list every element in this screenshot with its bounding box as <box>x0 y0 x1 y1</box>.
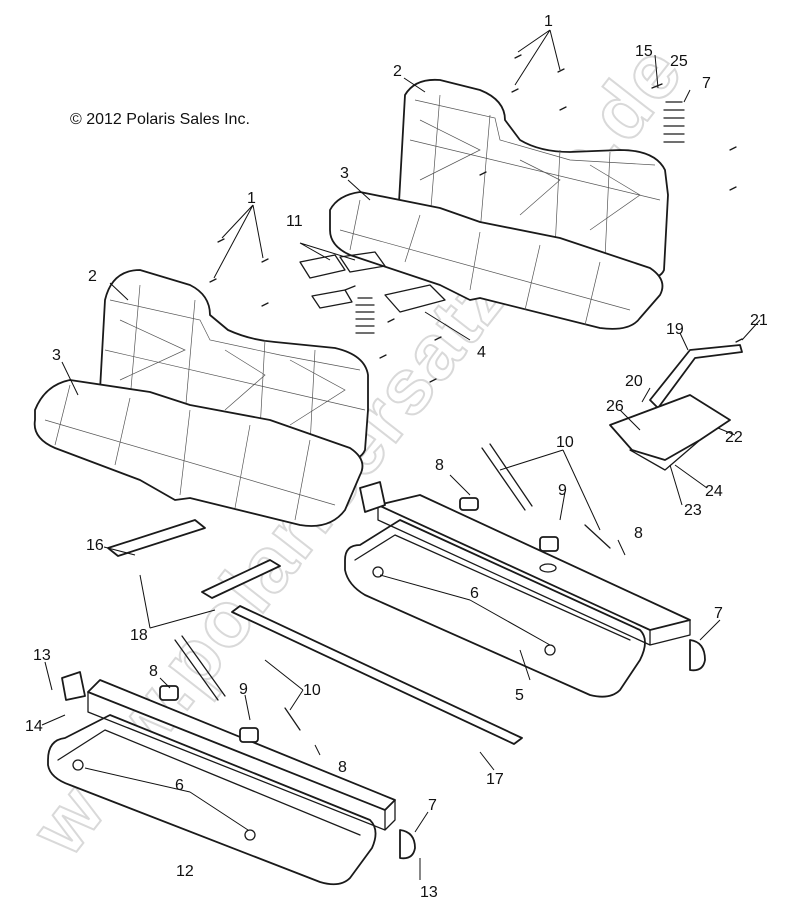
seat-brackets <box>107 519 281 599</box>
callout-2: 2 <box>88 268 97 285</box>
rear-seat-cushion <box>329 191 664 330</box>
callout-7: 7 <box>714 605 723 622</box>
callout-7: 7 <box>428 797 437 814</box>
front-frame-tube <box>47 714 377 886</box>
callout-3: 3 <box>52 347 61 364</box>
callout-3: 3 <box>340 165 349 182</box>
callout-24: 24 <box>705 483 723 500</box>
callout-16: 16 <box>86 537 104 554</box>
callout-10: 10 <box>556 434 574 451</box>
callout-25: 25 <box>670 53 688 70</box>
copyright-notice: © 2012 Polaris Sales Inc. <box>70 111 250 128</box>
callout-2: 2 <box>393 63 402 80</box>
callout-12: 12 <box>176 863 194 880</box>
callout-9: 9 <box>239 681 248 698</box>
front-seat-cushion <box>33 379 364 527</box>
rear-crossbar <box>377 494 691 646</box>
callout-1: 1 <box>247 190 256 207</box>
callout-1: 1 <box>544 13 553 30</box>
front-crossbar <box>87 679 396 831</box>
leader-lines <box>41 29 761 880</box>
callout-22: 22 <box>725 429 743 446</box>
seat-springs <box>355 101 685 334</box>
support-rod <box>231 605 523 745</box>
bolts-scatter <box>209 54 743 383</box>
callout-4: 4 <box>477 344 486 361</box>
callout-21: 21 <box>750 312 768 329</box>
callout-7: 7 <box>702 75 711 92</box>
callout-26: 26 <box>606 398 624 415</box>
callout-6: 6 <box>470 585 479 602</box>
callout-8: 8 <box>634 525 643 542</box>
callout-11: 11 <box>286 213 303 230</box>
callout-8: 8 <box>435 457 444 474</box>
front-bumpers <box>72 759 256 841</box>
callout-10: 10 <box>303 682 321 699</box>
callout-13: 13 <box>420 884 438 901</box>
callout-numbers: 1 1 2 2 3 3 4 5 6 6 7 7 7 8 8 8 8 9 9 10… <box>25 13 768 901</box>
latch-handles <box>61 481 706 860</box>
rear-frame-tube <box>344 519 646 698</box>
callout-13: 13 <box>33 647 51 664</box>
callout-20: 20 <box>625 373 643 390</box>
callout-23: 23 <box>684 502 702 519</box>
callout-14: 14 <box>25 718 43 735</box>
callout-19: 19 <box>666 321 684 338</box>
callout-17: 17 <box>486 771 504 788</box>
callout-18: 18 <box>130 627 148 644</box>
seat-belts <box>159 443 611 743</box>
decal-labels <box>299 251 446 313</box>
callout-5: 5 <box>515 687 524 704</box>
callout-15: 15 <box>635 43 653 60</box>
side-cover-panel <box>609 394 731 471</box>
callout-9: 9 <box>558 482 567 499</box>
callout-8: 8 <box>149 663 158 680</box>
callout-6: 6 <box>175 777 184 794</box>
callout-8: 8 <box>338 759 347 776</box>
